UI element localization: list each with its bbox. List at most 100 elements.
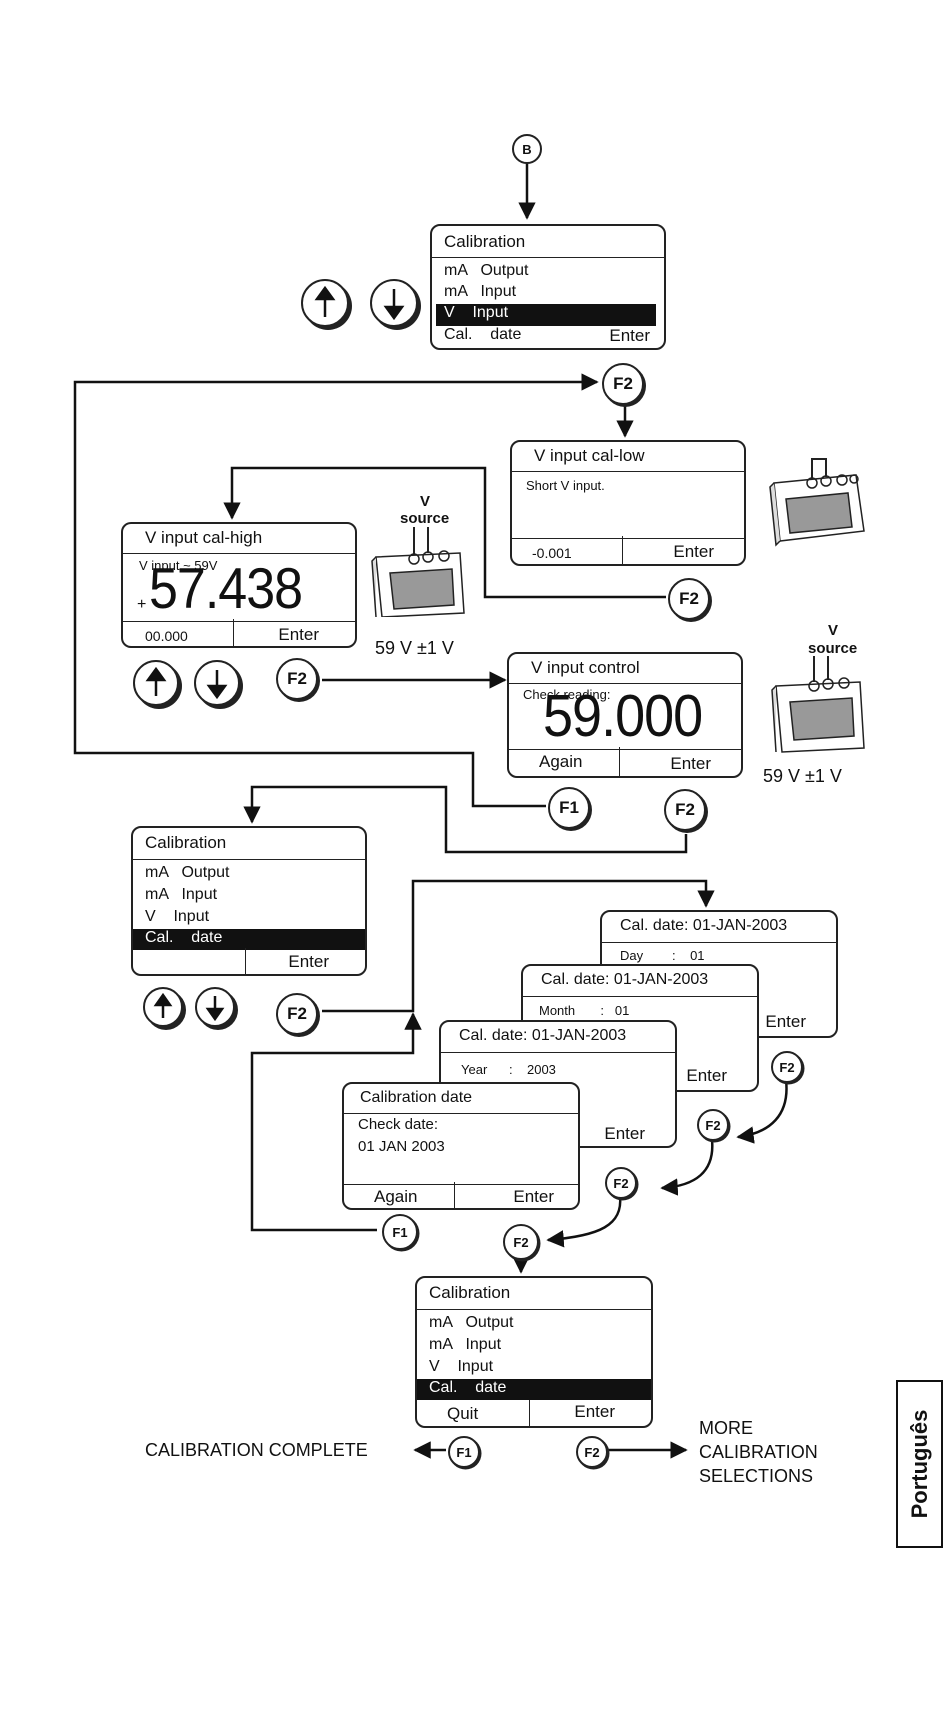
f2-key-cal-low-label: F2	[679, 589, 699, 608]
menu2-item-cal-date-selected[interactable]: Cal. date	[133, 929, 365, 950]
menu3-enter-button[interactable]: Enter	[574, 1402, 615, 1421]
language-tab: Português	[896, 1380, 943, 1548]
tolerance-label-1: 59 V ±1 V	[375, 638, 454, 658]
menu1-screen: Calibration mA Output mA Input V Input C…	[430, 224, 666, 350]
date-check-date: 01 JAN 2003	[358, 1138, 445, 1155]
menu3-divider	[417, 1309, 651, 1310]
day-divider	[602, 942, 836, 943]
cal-high-screen: V input cal-high V input ~ 59V + 57.438 …	[121, 522, 357, 648]
date-check-enter-button[interactable]: Enter	[513, 1187, 554, 1206]
f2-key-control[interactable]: F2	[664, 789, 706, 831]
down-arrow-key[interactable]	[370, 279, 418, 327]
cal-high-sign: +	[137, 596, 147, 613]
f2-key-cal-low[interactable]: F2	[668, 578, 710, 620]
control-screen: V input control Check reading: 59.000 Ag…	[507, 652, 743, 778]
up-arrow-icon	[145, 666, 167, 696]
down-arrow-key[interactable]	[194, 660, 240, 706]
menu3-softkey-split	[529, 1400, 530, 1426]
month-enter-button[interactable]: Enter	[686, 1066, 727, 1085]
menu3-item-cal-date-selected[interactable]: Cal. date	[417, 1379, 651, 1400]
f2-key-top-label: F2	[613, 374, 633, 393]
day-enter-button[interactable]: Enter	[765, 1012, 806, 1031]
date-check-again-button[interactable]: Again	[374, 1187, 418, 1206]
quit-button[interactable]: Quit	[447, 1404, 479, 1423]
cal-high-title: V input cal-high	[145, 528, 263, 547]
menu1-item-v-input-selected[interactable]: V Input	[436, 304, 656, 326]
down-arrow-icon	[205, 996, 225, 1022]
menu1-item-ma-input[interactable]: mA Input	[444, 283, 517, 300]
f1-key-control-label: F1	[559, 798, 579, 817]
v-source-label-1-line1: V	[420, 493, 431, 510]
more-selections-line3: SELECTIONS	[699, 1466, 814, 1486]
f2-key-more[interactable]: F2	[576, 1436, 608, 1468]
menu2-item-ma-output[interactable]: mA Output	[145, 864, 230, 881]
f1-key-control[interactable]: F1	[548, 787, 590, 829]
menu2-enter-button[interactable]: Enter	[288, 952, 329, 971]
cal-low-softkey-split	[622, 536, 623, 564]
menu2-item-ma-input[interactable]: mA Input	[145, 886, 218, 903]
year-field: Year : 2003	[461, 1062, 556, 1077]
menu3-title: Calibration	[429, 1283, 511, 1302]
again-button[interactable]: Again	[539, 752, 583, 771]
more-selections-line2: CALIBRATION	[699, 1442, 818, 1462]
up-arrow-icon	[314, 285, 336, 317]
f1-key-complete[interactable]: F1	[448, 1436, 480, 1468]
year-divider	[441, 1052, 675, 1053]
year-enter-button[interactable]: Enter	[604, 1124, 645, 1143]
control-prompt: Check reading:	[523, 687, 611, 702]
control-softkey-split	[619, 747, 620, 776]
connector-b: B	[512, 134, 542, 164]
f2-key-menu2[interactable]: F2	[276, 993, 318, 1035]
month-field: Month : 01	[539, 1003, 630, 1018]
f2-key-month[interactable]: F2	[697, 1109, 729, 1141]
day-title: Cal. date: 01-JAN-2003	[620, 917, 788, 934]
year-title: Cal. date: 01-JAN-2003	[459, 1027, 627, 1044]
f2-key-day[interactable]: F2	[771, 1051, 803, 1083]
menu2-item-v-input[interactable]: V Input	[145, 908, 210, 925]
f2-key-cal-high-label: F2	[287, 669, 307, 688]
f2-key-date-check[interactable]: F2	[503, 1224, 539, 1260]
f2-key-year-label: F2	[613, 1175, 629, 1191]
control-enter-button[interactable]: Enter	[670, 754, 711, 773]
menu1-enter-button[interactable]: Enter	[609, 326, 650, 345]
up-arrow-key[interactable]	[301, 279, 349, 327]
f2-key-year[interactable]: F2	[605, 1167, 637, 1199]
calibrator-device-image	[371, 527, 465, 617]
down-arrow-icon	[383, 289, 405, 321]
menu3-item-v-input[interactable]: V Input	[429, 1358, 494, 1375]
menu2-screen: Calibration mA Output mA Input V Input C…	[131, 826, 367, 976]
menu1-item-cal-date[interactable]: Cal. date	[444, 326, 522, 343]
down-arrow-icon	[206, 670, 228, 700]
cal-low-softkey-divider	[512, 538, 744, 539]
menu3-item-ma-output[interactable]: mA Output	[429, 1314, 514, 1331]
cal-low-enter-button[interactable]: Enter	[673, 542, 714, 561]
month-divider	[523, 996, 757, 997]
up-arrow-key[interactable]	[143, 987, 183, 1027]
menu2-title: Calibration	[145, 833, 227, 852]
day-field: Day : 01	[620, 948, 705, 963]
menu1-item-ma-output[interactable]: mA Output	[444, 262, 529, 279]
cal-high-reading: 57.438	[149, 557, 303, 622]
down-arrow-key[interactable]	[195, 987, 235, 1027]
f1-key-date-check[interactable]: F1	[382, 1214, 418, 1250]
f2-key-top[interactable]: F2	[602, 363, 644, 405]
f2-key-cal-high[interactable]: F2	[276, 658, 318, 700]
cal-low-screen: V input cal-low Short V input. -0.001 En…	[510, 440, 746, 566]
cal-low-value: -0.001	[532, 545, 572, 561]
month-title: Cal. date: 01-JAN-2003	[541, 971, 709, 988]
menu1-title: Calibration	[444, 232, 526, 251]
cal-low-prompt: Short V input.	[526, 478, 605, 493]
control-softkey-divider	[509, 749, 741, 750]
cal-high-softkey-split	[233, 619, 234, 646]
menu2-divider	[133, 859, 365, 860]
f2-key-control-label: F2	[675, 800, 695, 819]
menu2-softkey-split	[245, 948, 246, 974]
date-check-softkey-split	[454, 1182, 455, 1208]
cal-low-title: V input cal-low	[534, 446, 645, 465]
up-arrow-key[interactable]	[133, 660, 179, 706]
menu3-item-ma-input[interactable]: mA Input	[429, 1336, 502, 1353]
cal-low-divider	[512, 471, 744, 472]
f2-key-date-check-label: F2	[513, 1234, 529, 1250]
cal-high-enter-button[interactable]: Enter	[278, 625, 319, 644]
